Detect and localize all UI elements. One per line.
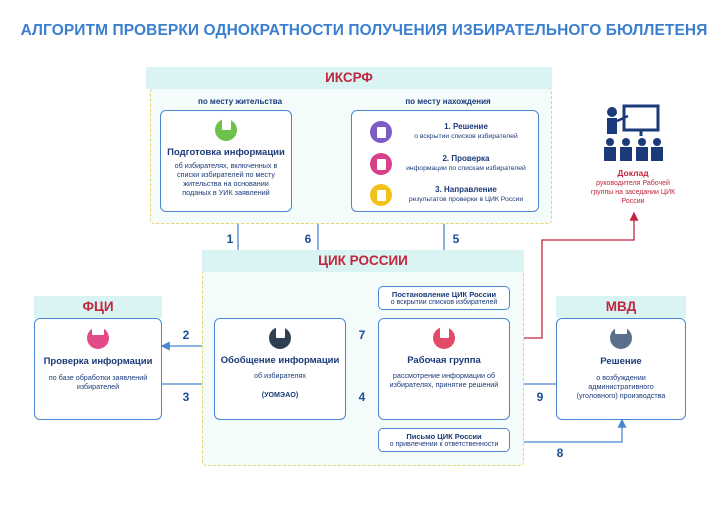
step-7: 7 bbox=[358, 328, 366, 342]
group-icon bbox=[433, 327, 455, 349]
summary-text: об избирателях bbox=[254, 371, 306, 380]
label-residence: по месту жительства bbox=[197, 97, 283, 106]
step-8: 8 bbox=[556, 446, 564, 460]
card-mvd: Решение о возбуждении административного … bbox=[556, 318, 686, 420]
prep-head: Подготовка информации bbox=[167, 147, 285, 158]
card-checks: 1. Решение о вскрытии списков избирателе… bbox=[351, 110, 539, 212]
fci-head: Проверка информации bbox=[43, 356, 153, 367]
tab-fci: ФЦИ bbox=[34, 296, 162, 318]
decree-text: о вскрытии списков избирателей bbox=[390, 299, 498, 306]
arrow-8 bbox=[510, 418, 627, 443]
mvd-head: Решение bbox=[600, 356, 642, 367]
police-car-icon bbox=[610, 327, 632, 349]
tab-mvd: МВД bbox=[556, 296, 686, 318]
check-icon bbox=[370, 153, 392, 175]
step-1: 1 bbox=[226, 232, 234, 246]
step-3: 3 bbox=[182, 390, 190, 404]
tab-cik: ЦИК РОССИИ bbox=[202, 250, 524, 272]
card-letter: Письмо ЦИК России о привлечении к ответс… bbox=[378, 428, 510, 452]
letter-head: Письмо ЦИК России bbox=[406, 432, 482, 441]
card-workgroup: Рабочая группа рассмотрение информации о… bbox=[378, 318, 510, 420]
item-2-text: информации по спискам избирателей bbox=[406, 165, 526, 172]
envelope-icon bbox=[370, 184, 392, 206]
document-icon bbox=[215, 119, 237, 141]
report-text: руководителя Рабочей группы на заседании… bbox=[590, 180, 676, 205]
workgroup-head: Рабочая группа bbox=[407, 355, 481, 366]
tab-iksrf: ИКСРФ bbox=[146, 67, 552, 89]
decision-icon bbox=[370, 121, 392, 143]
step-9: 9 bbox=[536, 390, 544, 404]
laptop-icon bbox=[87, 327, 109, 349]
item-3-head: 3. Направление bbox=[435, 185, 497, 194]
card-summary: Обобщение информации об избирателях (УОМ… bbox=[214, 318, 346, 420]
prep-text: об избирателях, включенных в списки изби… bbox=[174, 161, 278, 197]
item-3-text: результатов проверки в ЦИК России bbox=[408, 196, 524, 203]
fci-text: по базе обработки заявлений избирателей bbox=[48, 373, 148, 391]
document-icon bbox=[269, 327, 291, 349]
item-2-head: 2. Проверка bbox=[442, 154, 490, 163]
card-decree: Постановление ЦИК России о вскрытии спис… bbox=[378, 286, 510, 310]
arrow-report bbox=[510, 211, 639, 339]
card-prep: Подготовка информации об избирателях, вк… bbox=[160, 110, 292, 212]
workgroup-text: рассмотрение информации об избирателях, … bbox=[389, 371, 499, 389]
page-title: АЛГОРИТМ ПРОВЕРКИ ОДНОКРАТНОСТИ ПОЛУЧЕНИ… bbox=[20, 22, 708, 39]
summary-code: (УОМЭАО) bbox=[261, 390, 299, 399]
step-5: 5 bbox=[452, 232, 460, 246]
step-2: 2 bbox=[182, 328, 190, 342]
report-head: Доклад bbox=[617, 168, 649, 178]
step-4: 4 bbox=[358, 390, 366, 404]
label-location: по месту нахождения bbox=[405, 97, 491, 106]
step-6: 6 bbox=[304, 232, 312, 246]
letter-text: о привлечении к ответственности bbox=[389, 441, 499, 448]
presentation-icon bbox=[604, 104, 663, 161]
item-1-text: о вскрытии списков избирателей bbox=[414, 133, 518, 140]
item-1-head: 1. Решение bbox=[444, 122, 488, 131]
decree-head: Постановление ЦИК России bbox=[391, 290, 497, 299]
summary-head: Обобщение информации bbox=[220, 355, 340, 366]
mvd-text: о возбуждении административного (уголовн… bbox=[576, 373, 666, 400]
card-fci: Проверка информации по базе обработки за… bbox=[34, 318, 162, 420]
